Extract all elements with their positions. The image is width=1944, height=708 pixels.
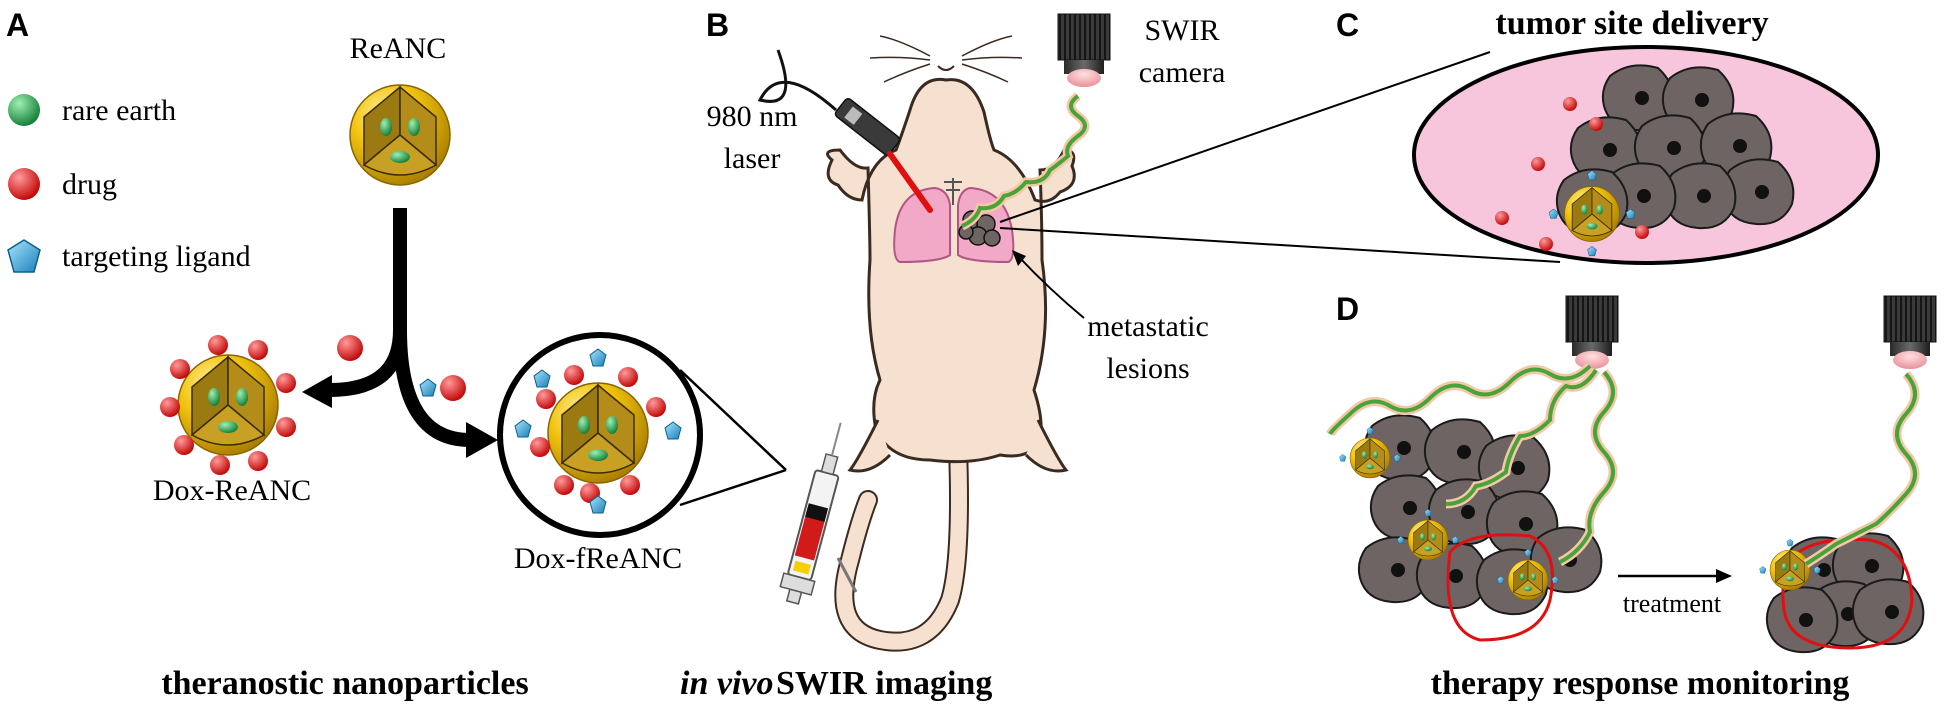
- red-sphere-icon: [8, 168, 40, 200]
- mouse-body: [826, 77, 1076, 464]
- tumor-before: [1357, 414, 1603, 616]
- panel-d-caption: therapy response monitoring: [1431, 665, 1850, 702]
- zoom-line-top: [679, 369, 787, 471]
- laser-label-line2: laser: [724, 142, 781, 175]
- tumor-boundary-before: [1446, 533, 1554, 642]
- treatment-label: treatment: [1623, 589, 1722, 618]
- laser-label-line1: 980 nm: [707, 100, 798, 133]
- treatment-arrow-head: [1716, 569, 1732, 583]
- lesion-pointer: [1017, 255, 1085, 319]
- swir-signal-after: [1803, 370, 1920, 568]
- free-drug-molecules: [1495, 97, 1649, 251]
- swir-camera-icon: [1057, 13, 1111, 88]
- panel-b-letter: B: [706, 7, 729, 43]
- arrow-head-right: [466, 422, 498, 458]
- reanc-label: ReANC: [350, 32, 447, 65]
- dox-freanc-particle: [514, 348, 682, 514]
- panel-c-letter: C: [1336, 7, 1359, 43]
- mouse-hind-leg-right: [1024, 419, 1069, 473]
- panel-c: C tumor site delivery: [999, 5, 1880, 265]
- drug-molecule-icon: [440, 375, 466, 401]
- legend: rare earth drug targeting ligand: [7, 94, 251, 273]
- panel-b: B 980 nm l: [680, 7, 1225, 702]
- drug-molecule-icon: [337, 335, 363, 361]
- panel-d-letter: D: [1336, 291, 1359, 327]
- camera-label-line1: SWIR: [1145, 14, 1220, 47]
- mouse-nose: [937, 65, 955, 71]
- lesion-pointer-head: [1012, 250, 1026, 266]
- syringe-icon: [779, 422, 842, 605]
- zoom-line-c-top: [999, 51, 1491, 223]
- laser-beam: [887, 151, 933, 213]
- panel-d: D treatme: [1325, 291, 1937, 702]
- swir-camera-icon-before: [1565, 295, 1619, 370]
- lesion-cluster: [958, 210, 1001, 247]
- trachea: [944, 178, 962, 205]
- lesion-label-line1: metastatic: [1087, 310, 1209, 343]
- dox-freanc-label: Dox-fReANC: [514, 542, 682, 575]
- panel-c-title: tumor site delivery: [1495, 5, 1768, 42]
- mouse-whiskers: [869, 35, 1023, 83]
- swir-signal-wave: [961, 94, 1087, 228]
- mouse-hind-leg-left: [847, 419, 892, 473]
- laser-fiber-cable: [757, 49, 837, 112]
- laser-probe-icon: [834, 98, 901, 156]
- ligand-molecule-icon: [419, 378, 437, 397]
- arrow-to-dox-reanc: [329, 208, 407, 397]
- legend-label-targeting-ligand: targeting ligand: [62, 240, 251, 273]
- mouse-tail: [836, 440, 967, 650]
- panel-a-letter: A: [6, 7, 29, 43]
- zoom-line-bottom: [679, 468, 787, 507]
- panel-b-caption-italic: in vivo: [680, 665, 773, 702]
- legend-label-rare-earth: rare earth: [62, 94, 176, 127]
- lesion-label-line2: lesions: [1106, 352, 1189, 385]
- lung-left: [893, 186, 951, 264]
- panel-b-caption-rest: SWIR imaging: [776, 665, 992, 702]
- dox-reanc-particle: [160, 335, 296, 475]
- arrow-to-dox-freanc: [393, 329, 471, 447]
- swir-camera-icon-after: [1883, 295, 1937, 370]
- dox-reanc-label: Dox-ReANC: [153, 474, 311, 507]
- legend-label-drug: drug: [62, 168, 117, 201]
- blue-pentagon-icon: [7, 239, 41, 273]
- reanc-particle: [349, 84, 451, 186]
- panel-a: A rare earth drug targeting ligand ReANC: [6, 7, 787, 702]
- zoom-line-c-bottom: [999, 227, 1561, 263]
- swir-signals-before: [1325, 362, 1618, 567]
- panel-a-caption: theranostic nanoparticles: [161, 665, 528, 702]
- syringe-needle: [836, 557, 858, 593]
- camera-label-line2: camera: [1139, 56, 1226, 89]
- green-sphere-icon: [8, 94, 40, 126]
- arrow-head-left: [302, 375, 332, 408]
